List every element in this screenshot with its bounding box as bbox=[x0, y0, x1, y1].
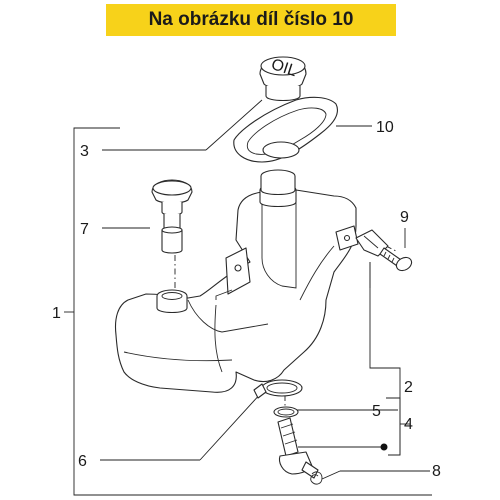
dipstick-plug bbox=[151, 179, 193, 254]
leader-3b bbox=[205, 99, 263, 151]
label-7: 7 bbox=[80, 221, 89, 238]
tank-port bbox=[156, 289, 188, 314]
tank-neck bbox=[259, 169, 297, 208]
label-1: 1 bbox=[52, 305, 61, 322]
label-9: 9 bbox=[400, 209, 409, 226]
label-3: 3 bbox=[80, 143, 89, 160]
assembly-bracket-1 bbox=[73, 127, 432, 496]
leader-8b bbox=[321, 470, 341, 480]
spring-clip bbox=[310, 471, 323, 485]
assembly-bracket-4 bbox=[386, 397, 401, 456]
leader-6b bbox=[199, 391, 263, 461]
gasket-tray bbox=[233, 96, 338, 163]
assembly-bracket-2 bbox=[369, 262, 401, 455]
bolt bbox=[379, 247, 413, 272]
oil-tank bbox=[114, 189, 357, 393]
label-4: 4 bbox=[404, 416, 413, 433]
highlight-banner: Na obrázku díl číslo 10 bbox=[106, 4, 396, 36]
label-2: 2 bbox=[404, 379, 413, 396]
o-ring bbox=[273, 406, 299, 418]
oil-filter-tap bbox=[277, 417, 319, 479]
hose-clamp bbox=[253, 379, 303, 399]
filler-cap: OIL bbox=[259, 56, 307, 102]
label-6: 6 bbox=[78, 453, 87, 470]
label-5: 5 bbox=[372, 403, 381, 420]
banner-text: Na obrázku díl číslo 10 bbox=[148, 9, 354, 30]
label-10: 10 bbox=[376, 119, 394, 136]
tank-mount-tab bbox=[335, 225, 359, 251]
label-8: 8 bbox=[432, 463, 441, 480]
callout-dot bbox=[380, 443, 388, 451]
guide-dash-4 bbox=[385, 245, 399, 253]
